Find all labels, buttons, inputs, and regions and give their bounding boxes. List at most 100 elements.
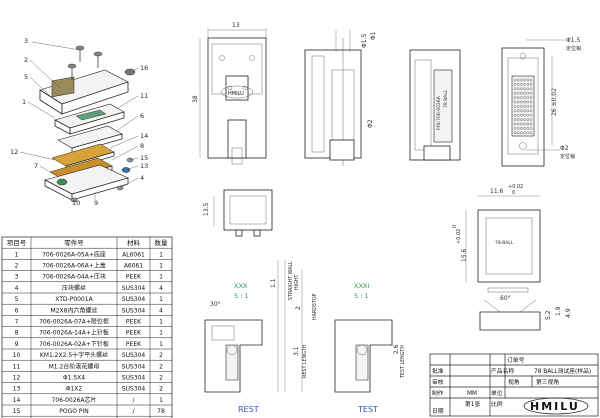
pogo-pin-hole — [520, 78, 523, 82]
bom-cell: 1 — [159, 341, 163, 348]
pogo-pin-hole — [516, 87, 520, 91]
right-height-dim: 26 ±0.02 — [551, 88, 558, 116]
front-view: HMILU 13 38 — [192, 22, 267, 165]
pogo-pin-hole — [526, 91, 530, 95]
right-phi2-note: 定位销 — [560, 153, 575, 160]
chip-height-dim: 15.6 — [461, 248, 468, 262]
bom-cell: 12 — [13, 374, 21, 381]
callout-3: 3 — [24, 37, 28, 45]
callout-1: 1 — [22, 98, 26, 106]
detail-d4: 2.6 — [393, 344, 400, 354]
pogo-pin-hole — [516, 127, 520, 130]
callout-4: 4 — [140, 174, 144, 182]
pogo-pin-hole — [520, 113, 523, 117]
chip-angle-dim: 60° — [500, 295, 511, 302]
pogo-pin-hole — [513, 105, 517, 108]
bom-cell: 1 — [159, 330, 163, 337]
bom-cell: SUS304 — [122, 374, 146, 381]
side-view: Φ1.5 Φ1 Φ2 — [304, 30, 377, 166]
pogo-pin-hole — [523, 127, 526, 130]
tb-draw-label: 制作 — [432, 389, 444, 397]
bom-cell: 3 — [15, 274, 19, 281]
pogo-pin-hole — [526, 105, 530, 108]
pogo-pin-hole — [526, 100, 530, 104]
tb-product-name: 78 BALL测试座(样品) — [534, 367, 591, 375]
chip-height-tol: +0.02 — [456, 229, 462, 244]
pogo-pin-hole — [513, 96, 517, 99]
bom-cell: SUS304 — [122, 352, 146, 359]
bom-cell: PEEK — [126, 318, 142, 325]
pogo-pin-hole — [520, 127, 523, 130]
bom-cell: 2 — [159, 374, 163, 381]
bom-cell: 1 — [15, 251, 19, 258]
pogo-pin-hole — [516, 78, 520, 82]
pogo-pin-hole — [516, 96, 520, 99]
bom-cell: 2 — [159, 363, 163, 370]
pogo-pin-hole — [523, 109, 526, 113]
callout-9: 9 — [94, 199, 98, 207]
right-phi2-dim: Φ2 — [560, 145, 569, 152]
pogo-pin-hole — [513, 122, 517, 126]
bom-cell: 4 — [15, 285, 19, 292]
pogo-pin-hole — [526, 96, 530, 99]
pogo-pin-hole — [513, 118, 517, 121]
pogo-pin-hole — [529, 122, 533, 126]
pogo-pin-hole — [529, 96, 533, 99]
bom-cell: Φ1X2 — [66, 386, 83, 393]
bom-cell: M1.2台阶滚花螺母 — [49, 362, 100, 370]
pogo-pin-hole — [516, 113, 520, 117]
bom-cell: SUS304 — [122, 386, 146, 393]
pogo-pin-hole — [526, 127, 530, 130]
bom-header-cell: 零件号 — [64, 238, 84, 247]
pogo-pin-hole — [520, 100, 523, 104]
callout-7: 7 — [34, 162, 38, 170]
bom-cell: 1 — [159, 296, 163, 303]
callout-2: 2 — [24, 56, 28, 64]
pogo-pin-hole — [526, 118, 530, 121]
test-label: TEST — [357, 405, 378, 414]
pogo-pin-hole — [516, 91, 520, 95]
pogo-pin-hole — [529, 78, 533, 82]
callout-8: 8 — [140, 142, 144, 150]
pogo-pin-hole — [526, 113, 530, 117]
bottom-height-dim: 13.5 — [203, 202, 210, 216]
pogo-pin-hole — [516, 109, 520, 113]
pogo-pin-hole — [523, 113, 526, 117]
bom-cell: XTD-P0001A — [55, 296, 93, 303]
tb-product-label: 产品名称 — [491, 367, 514, 375]
bom-cell: 2 — [159, 386, 163, 393]
side-phi2-dim: Φ2 — [367, 119, 374, 128]
pogo-pin-hole — [520, 83, 523, 86]
tb-unit-value: MM — [467, 391, 477, 397]
pogo-pin-hole — [529, 83, 533, 86]
pogo-pin-hole — [526, 87, 530, 91]
pogo-pin-hole — [516, 83, 520, 86]
bom-cell: / — [132, 397, 135, 404]
pogo-pin-hole — [523, 78, 526, 82]
pogo-pin-hole — [526, 131, 530, 135]
callout-13: 13 — [140, 162, 148, 170]
bom-cell: 706-0026A-14A+上针板 — [39, 329, 109, 337]
bom-cell: 706-0026A-07A+限位框 — [39, 317, 109, 325]
title-block: 订单号 产品名称 78 BALL测试座(样品) 批准 审核 制作 视角 第三视角… — [429, 353, 599, 417]
bom-frame — [1, 236, 173, 418]
tb-sheet-value: 第1张 — [465, 400, 480, 408]
pogo-pin-hole — [513, 109, 517, 113]
section-label-a: P/N:706-0026A — [436, 95, 442, 130]
right-view: Φ1.5 定位销 Φ2 定位销 26 ±0.02 — [501, 37, 581, 167]
pogo-pin-hole — [513, 87, 517, 91]
bom-cell: 13 — [13, 386, 21, 393]
bom-cell: 4 — [159, 307, 163, 314]
pogo-pin-hole — [513, 113, 517, 117]
bom-cell: A6061 — [124, 262, 144, 269]
tb-scale-label: 比例 — [491, 400, 503, 408]
label-hight: HIGHT — [294, 275, 300, 290]
label-hardstop: HARDSTOP — [312, 293, 318, 320]
pogo-pin-hole — [516, 131, 520, 135]
pogo-pin-hole — [513, 100, 517, 104]
bom-cell: 10 — [13, 352, 21, 359]
detail-d3: 3.1 — [293, 346, 300, 356]
chip-d6-dim: 1.9 — [555, 306, 562, 316]
tb-check-label: 审核 — [432, 378, 444, 386]
pogo-pin-hole — [523, 118, 526, 121]
